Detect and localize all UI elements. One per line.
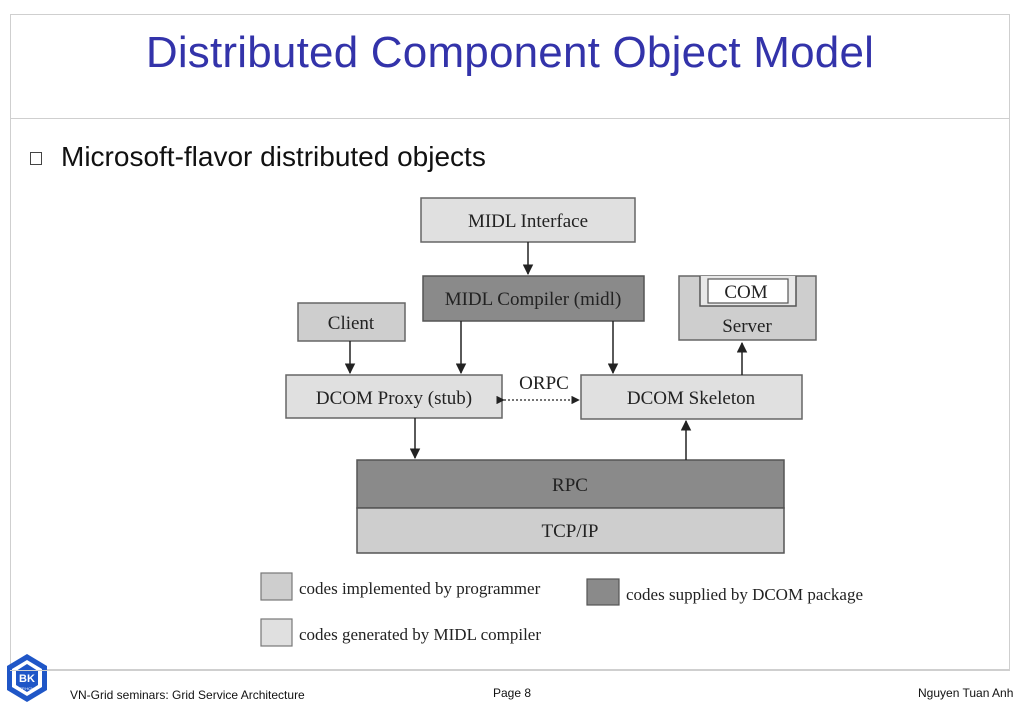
legend-programmer: codes implemented by programmer: [260, 572, 541, 601]
footer-page-number: Page 8: [493, 686, 532, 700]
bk-logo-subtext: TP.HCM: [20, 686, 35, 691]
midl-compiler-label: MIDL Compiler (midl): [445, 289, 622, 310]
slide-frame: [10, 14, 1010, 670]
legend-dcom-package-label: codes supplied by DCOM package: [626, 585, 863, 604]
rpc-label: RPC: [552, 475, 588, 496]
orpc-label: ORPC: [519, 373, 569, 394]
dcom-proxy-label: DCOM Proxy (stub): [316, 388, 472, 409]
footer-divider: [10, 670, 1010, 671]
dcom-skeleton-label: DCOM Skeleton: [627, 388, 756, 409]
slide-title: Distributed Component Object Model: [145, 28, 875, 77]
dcom-proxy-box: DCOM Proxy (stub): [285, 374, 503, 419]
legend-midl-generated: codes generated by MIDL compiler: [260, 618, 541, 647]
title-divider: [10, 118, 1010, 119]
client-box: Client: [297, 302, 406, 342]
midl-compiler-box: MIDL Compiler (midl): [422, 275, 645, 322]
bk-logo-text: BK: [19, 673, 35, 685]
client-label: Client: [328, 313, 375, 334]
footer-course-title: VN-Grid seminars: Grid Service Architect…: [70, 688, 305, 702]
bullet-text: Microsoft-flavor distributed objects: [61, 141, 486, 172]
footer-author: Nguyen Tuan Anh: [918, 686, 1014, 700]
legend-midl-generated-label: codes generated by MIDL compiler: [299, 625, 541, 644]
legend-dcom-package: codes supplied by DCOM package: [586, 578, 863, 606]
server-label: Server: [722, 316, 772, 337]
midl-interface-box: MIDL Interface: [420, 197, 636, 243]
dcom-skeleton-box: DCOM Skeleton: [580, 374, 803, 420]
rpc-layer: RPC: [356, 459, 785, 509]
bullet-icon: [30, 152, 42, 165]
com-label: COM: [724, 282, 767, 303]
tcpip-layer: TCP/IP: [356, 507, 785, 554]
legend-swatch-midl-generated: [260, 618, 293, 647]
midl-interface-label: MIDL Interface: [468, 211, 588, 232]
com-server-box: COM Server: [678, 275, 817, 341]
legend-swatch-dcom-package: [586, 578, 620, 606]
legend-programmer-label: codes implemented by programmer: [299, 579, 541, 598]
legend-swatch-programmer: [260, 572, 293, 601]
tcpip-label: TCP/IP: [541, 521, 598, 542]
bk-logo: BK TP.HCM: [7, 654, 47, 702]
